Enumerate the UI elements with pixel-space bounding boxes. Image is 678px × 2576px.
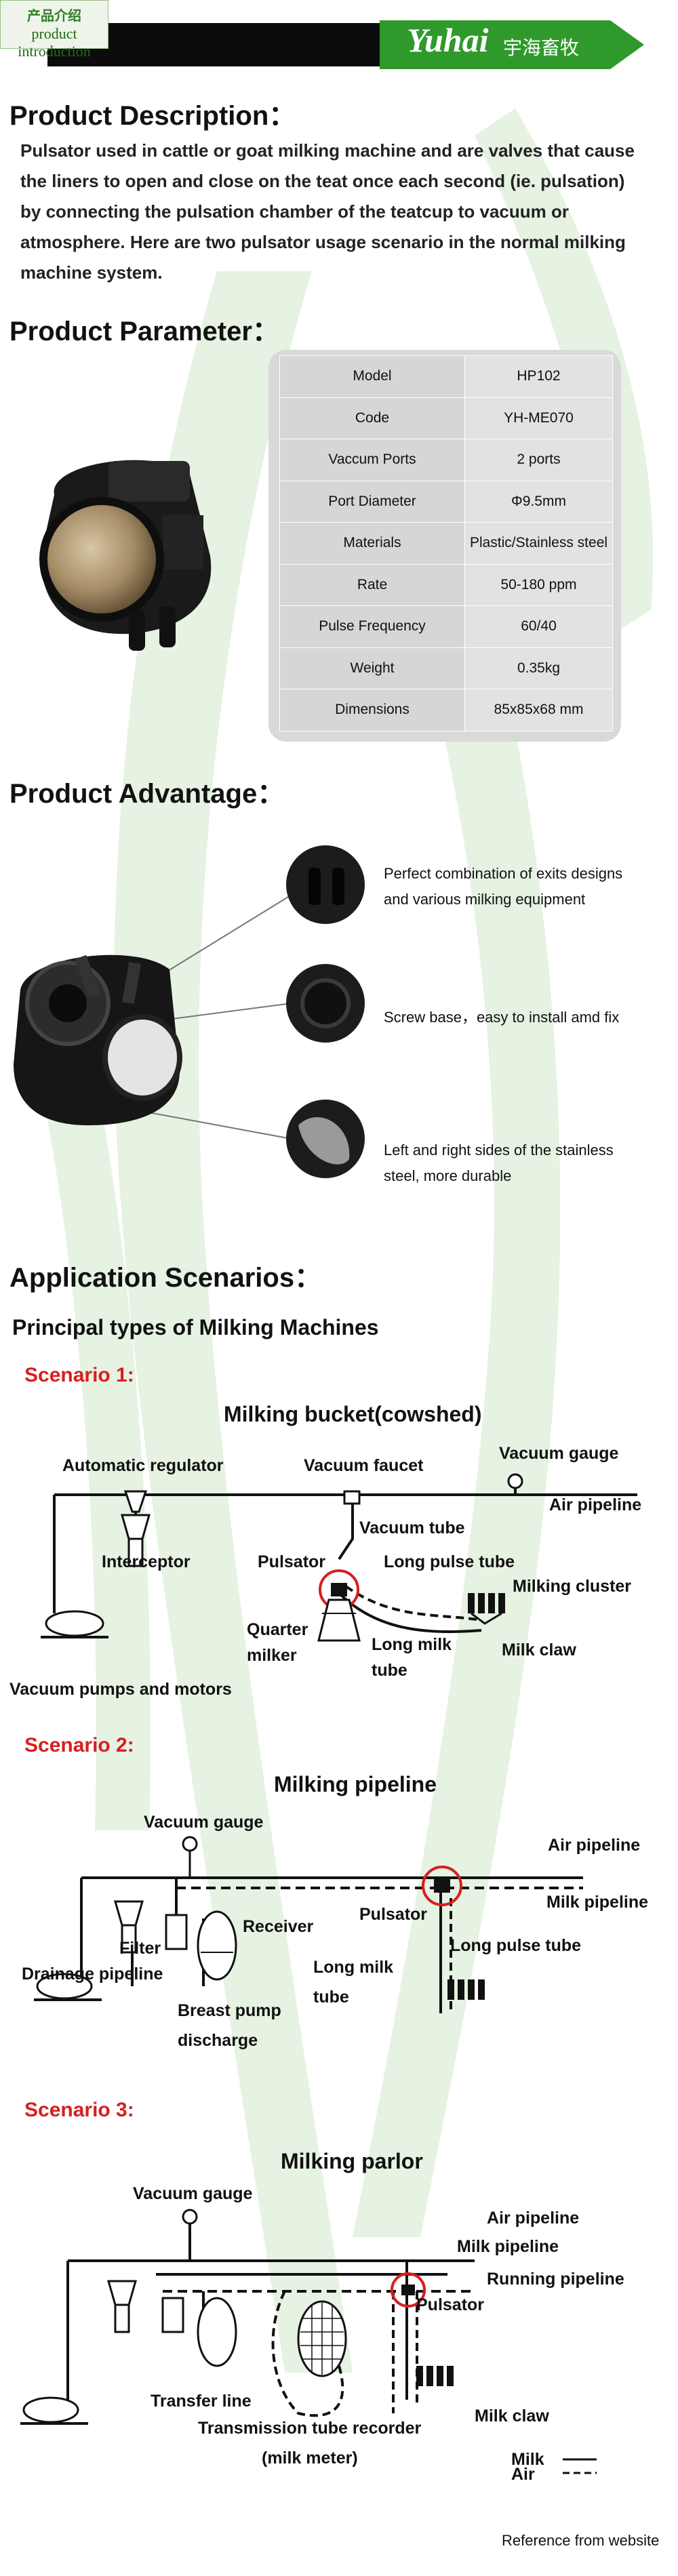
s3-legend-milk: Milk xyxy=(511,2450,544,2469)
principal-types-heading: Principal types of Milking Machines xyxy=(12,1315,379,1340)
scenario-1-label: Scenario 1: xyxy=(24,1364,134,1386)
parameter-value: 0.35kg xyxy=(464,647,613,689)
advantage-heading: Product Advantage： xyxy=(9,779,285,809)
parameter-key: Dimensions xyxy=(279,689,465,731)
reference-note: Reference from website xyxy=(502,2532,660,2549)
parameter-heading: Product Parameter： xyxy=(9,317,279,346)
s1-vacuum-tube: Vacuum tube xyxy=(359,1518,465,1537)
s3-transmission-recorder: Transmission tube recorder xyxy=(198,2419,422,2438)
section-tag: 产品介绍 product introduction xyxy=(0,0,108,60)
brand-chinese: 宇海畜牧 xyxy=(503,37,580,59)
parameter-value: HP102 xyxy=(464,355,613,398)
s2-receiver: Receiver xyxy=(243,1917,314,1936)
s3-milk-claw: Milk claw xyxy=(475,2407,549,2426)
s2-milk-pipeline: Milk pipeline xyxy=(546,1893,649,1912)
advantage-item-3: Left and right sides of the stainless st… xyxy=(384,1142,614,1184)
s2-pulsator: Pulsator xyxy=(359,1905,428,1924)
parameter-value: 85x85x68 mm xyxy=(464,689,613,731)
s1-vacuum-faucet: Vacuum faucet xyxy=(304,1456,424,1475)
parameter-key: Materials xyxy=(279,522,465,565)
s2-filter: Filter xyxy=(119,1939,161,1958)
parameter-value: Plastic/Stainless steel xyxy=(464,522,613,565)
s2-drainage-pipeline: Drainage pipeline xyxy=(22,1965,163,1984)
brand-logo: Yuhai xyxy=(407,21,489,59)
s3-legend-air: Air xyxy=(511,2465,535,2484)
s3-milk-meter: (milk meter) xyxy=(262,2449,358,2468)
tag-english: product introduction xyxy=(18,25,91,60)
s1-pulsator: Pulsator xyxy=(258,1552,326,1571)
parameter-key: Pulse Frequency xyxy=(279,605,465,648)
pulsator-product-image xyxy=(39,460,212,651)
s2-long-pulse-tube: Long pulse tube xyxy=(450,1936,582,1955)
s3-vacuum-gauge: Vacuum gauge xyxy=(133,2184,253,2203)
s3-air-pipeline: Air pipeline xyxy=(487,2209,580,2228)
s3-transfer-line: Transfer line xyxy=(151,2392,252,2411)
s1-interceptor: Interceptor xyxy=(102,1552,191,1571)
advantage-item-1: Perfect combination of exits designs and… xyxy=(384,865,623,908)
s1-milker: milker xyxy=(247,1646,297,1665)
s1-automatic-regulator: Automatic regulator xyxy=(62,1456,224,1475)
s2-discharge: discharge xyxy=(178,2031,258,2050)
scenario-3-label: Scenario 3: xyxy=(24,2099,134,2121)
parameter-key: Rate xyxy=(279,563,465,606)
parameter-key: Weight xyxy=(279,647,465,689)
s2-breast-pump: Breast pump xyxy=(178,2001,281,2020)
parameter-value: 50-180 ppm xyxy=(464,563,613,606)
scenario-2-label: Scenario 2: xyxy=(24,1734,134,1756)
s1-tube: tube xyxy=(372,1661,407,1680)
s1-air-pipeline: Air pipeline xyxy=(549,1495,642,1514)
tag-chinese: 产品介绍 xyxy=(27,7,81,24)
s3-running-pipeline: Running pipeline xyxy=(487,2270,624,2289)
s1-vacuum-gauge: Vacuum gauge xyxy=(499,1444,619,1463)
parameter-value: 2 ports xyxy=(464,439,613,481)
parameter-value: Φ9.5mm xyxy=(464,480,613,523)
s3-pulsator: Pulsator xyxy=(416,2295,485,2314)
parameter-value: 60/40 xyxy=(464,605,613,648)
description-text: Pulsator used in cattle or goat milking … xyxy=(20,140,635,283)
application-heading: Application Scenarios： xyxy=(9,1263,322,1293)
parameter-value: YH-ME070 xyxy=(464,397,613,439)
s1-long-pulse-tube: Long pulse tube xyxy=(384,1552,515,1571)
parameter-key: Code xyxy=(279,397,465,439)
scenario-3-title: Milking parlor xyxy=(281,2149,423,2173)
header-green-arrow xyxy=(380,20,644,69)
description-heading: Product Description： xyxy=(9,101,296,131)
s2-air-pipeline: Air pipeline xyxy=(548,1836,641,1855)
s2-vacuum-gauge: Vacuum gauge xyxy=(144,1813,264,1832)
advantage-figure xyxy=(14,845,365,1178)
s2-long-milk: Long milk xyxy=(313,1958,394,1977)
s1-quarter: Quarter xyxy=(247,1620,308,1639)
s1-long-milk: Long milk xyxy=(372,1635,452,1654)
parameter-key: Vaccum Ports xyxy=(279,439,465,481)
parameter-key: Port Diameter xyxy=(279,480,465,523)
s2-tube: tube xyxy=(313,1988,349,2007)
s1-vacuum-pumps: Vacuum pumps and motors xyxy=(9,1680,232,1699)
advantage-item-2: Screw base，easy to install amd fix xyxy=(384,1009,620,1026)
s1-milk-claw: Milk claw xyxy=(502,1641,576,1659)
parameter-key: Model xyxy=(279,355,465,398)
s3-milk-pipeline: Milk pipeline xyxy=(457,2237,559,2256)
scenario-1-title: Milking bucket(cowshed) xyxy=(224,1402,482,1426)
scenario-2-title: Milking pipeline xyxy=(274,1772,437,1796)
s1-milking-cluster: Milking cluster xyxy=(513,1577,632,1596)
